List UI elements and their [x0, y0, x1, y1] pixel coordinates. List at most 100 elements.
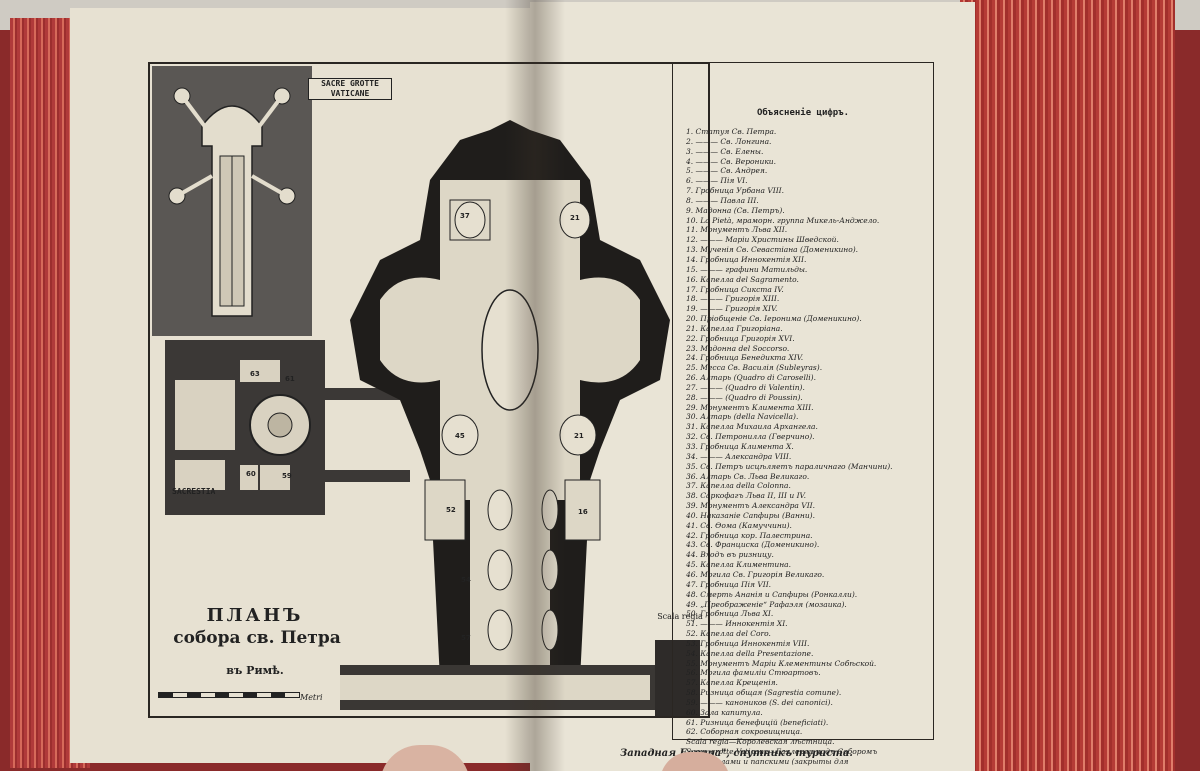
legend-item: 46. Могила Св. Григорія Великаго.	[686, 569, 825, 579]
scale-bar	[158, 692, 300, 698]
legend-item: 10. La Pietà, мраморн. группа Микель-Анд…	[686, 215, 880, 225]
page-footer: Западная Европа", спутникъ туриста.	[620, 748, 853, 759]
sacristy-label: SACRESTIA	[172, 487, 216, 496]
room-label: 45	[455, 432, 465, 440]
legend-item: 35. Св. Петръ исцѣляетъ параличнаго (Ман…	[686, 461, 893, 471]
legend-item: 28. ——— (Quadro di Poussin).	[686, 392, 803, 402]
legend-item: 7. Гробница Урбана VIII.	[686, 186, 785, 196]
legend-item: 27. ——— (Quadro di Valentin).	[686, 382, 805, 392]
room-label: 61	[285, 375, 295, 383]
legend-item: 56. Могила фамиліи Стюартовъ.	[686, 668, 821, 678]
grotte-inset-map	[152, 66, 312, 336]
right-page-edges	[960, 0, 1175, 771]
legend-item: 53. Гробница Иннокентія VIII.	[686, 638, 810, 648]
legend-item: 26. Алтарь (Quadro di Caroselli).	[686, 373, 816, 383]
corridor	[320, 470, 410, 482]
legend-item: 16. Капелла del Sagramento.	[686, 274, 799, 284]
legend-item: 40. Наказаніе Сапфиры (Ванни).	[686, 510, 815, 520]
legend-item: 39. Монументъ Александра VII.	[686, 501, 816, 511]
map-title-plan: ПЛАНЪ	[206, 605, 304, 626]
legend-item: 47. Гробница Пія VII.	[686, 579, 772, 589]
legend-item: 32. Св. Петронилла (Гверчино).	[686, 432, 815, 442]
legend-item: 22. Гробница Григорія XVI.	[686, 333, 795, 343]
legend-item: 36. Алтарь Св. Льва Великаго.	[686, 471, 810, 481]
legend-item: 17. Гробница Сикста IV.	[686, 284, 784, 294]
room-label: 59	[282, 472, 292, 480]
inset-label: SACRE GROTTE VATICANE	[308, 78, 392, 100]
legend-item: Sacre grotte Vaticane—Галлереи подъ Собо…	[686, 747, 878, 757]
legend-item: 18. ——— Григорія XIII.	[686, 294, 780, 304]
legend-item: 41. Св. Ѳома (Камуччини).	[686, 520, 792, 530]
room-label: 60	[246, 470, 256, 478]
legend-item: 21. Капелла Григоріана.	[686, 323, 783, 333]
legend-item: 59. ——— каноников (S. dei canonici).	[686, 697, 833, 707]
legend-item: 9. Мадонна (Св. Петръ).	[686, 205, 785, 215]
legend-item: 54. Капелла della Presentazione.	[686, 648, 814, 658]
legend-item: 44. Входъ въ ризницу.	[686, 550, 774, 560]
legend-item: 6. ——— Пія VI.	[686, 176, 748, 186]
legend-item: 15. ——— графини Матильды.	[686, 264, 808, 274]
room-label: 52	[446, 506, 456, 514]
legend-item: съ капеллами и папскими (закрыты для	[686, 757, 849, 766]
map-title-city: въ Римѣ.	[226, 664, 284, 677]
legend-item: 11. Монументъ Льва XII.	[686, 225, 788, 235]
legend-item: 45. Капелла Климентина.	[686, 560, 792, 570]
legend-item: 49. „Преображеніе“ Рафаэля (мозаика).	[686, 599, 847, 609]
legend-item: 12. ——— Маріи Христины Шведской.	[686, 235, 839, 245]
sacristy-plan	[165, 340, 325, 515]
legend-item: 60. Зала капитула.	[686, 707, 763, 717]
book-gutter-shadow	[505, 0, 565, 771]
scala-regia-plan	[655, 640, 700, 716]
legend-item: 4. ——— Св. Вероники.	[686, 156, 777, 166]
legend-item: 1. Статуя Св. Петра.	[686, 127, 777, 136]
scale-label: Metri	[300, 693, 323, 702]
legend-item: 33. Гробница Климента X.	[686, 442, 794, 451]
legend-item: 14. Гробница Иннокентія XII.	[686, 254, 807, 264]
room-label: 37	[460, 212, 470, 220]
legend-item: 48. Смерть Ананія и Сапфиры (Ронкалли).	[686, 589, 858, 599]
legend-item: 34. ——— Александра VIII.	[686, 451, 792, 461]
legend-item: 24. Гробница Бенедикта XIV.	[686, 353, 804, 363]
legend-item: 29. Монументъ Климента XIII.	[686, 402, 814, 412]
legend-frame	[672, 62, 934, 740]
legend-item: 37. Капелла della Colonna.	[686, 481, 791, 491]
map-title-basilica: собора св. Петра	[173, 628, 341, 648]
finger	[660, 752, 730, 771]
legend-list: 1. Статуя Св. Петра.2. ——— Св. Лонгина.3…	[686, 127, 922, 771]
map-frame	[148, 62, 710, 718]
legend-item: 13. Мученія Св. Севастіана (Доменикино).	[686, 245, 859, 255]
legend-item: 30. Алтарь (della Navicella).	[686, 412, 799, 422]
basilica-plan	[330, 120, 680, 720]
legend-item: 43. Св. Франциска (Доменикино).	[686, 540, 820, 550]
legend-item: 8. ——— Павла III.	[686, 195, 759, 205]
legend-item: 25. Месса Св. Василія (Subleyras).	[686, 363, 823, 373]
legend-item: 55. Монументъ Маріи Клементины Собѣской.	[686, 658, 877, 668]
legend-item: 31. Капелла Михаила Архангела.	[686, 422, 818, 432]
legend-item: Scala regia—Королевская лѣстница.	[686, 737, 835, 747]
legend-item: 2. ——— Св. Лонгина.	[686, 136, 772, 146]
legend-item: 52. Капелла del Coro.	[686, 629, 771, 639]
corridor	[320, 388, 400, 400]
legend-title: Объясненіе цифръ.	[756, 108, 850, 118]
room-label: 57	[461, 634, 471, 642]
legend-item: 61. Ризница бенефицій (beneficiati).	[686, 717, 829, 727]
legend-item: 62. Соборная сокровищница.	[686, 727, 803, 737]
legend-item: 19. ——— Григорія XIV.	[686, 304, 778, 314]
room-label: 21	[570, 214, 580, 222]
legend-item: 3. ——— Св. Елены.	[686, 146, 764, 156]
legend-item: 42. Гробница кор. Палестрина.	[686, 530, 813, 540]
legend-item: 23. Мадонна del Soccorso.	[686, 343, 790, 353]
room-label: 54	[461, 576, 471, 584]
legend-item: 5. ——— Св. Андрея.	[686, 166, 768, 176]
room-label: 21	[574, 432, 584, 440]
legend-item: 38. Саркофагъ Льва II, III и IV.	[686, 491, 807, 501]
legend-item: 20. Пріобщеніе Св. Іеронима (Доменикино)…	[686, 314, 862, 324]
legend-item: 57. Капелла Крещенія.	[686, 678, 778, 688]
legend-item: 58. Ризница общая (Sagrestia comune).	[686, 688, 842, 698]
legend-item: 51. ——— Иннокентія XI.	[686, 619, 788, 629]
room-label: 16	[578, 508, 588, 516]
legend-item: 50. Гробница Льва XI.	[686, 609, 774, 619]
scala-regia-label: Scala regia	[657, 612, 703, 621]
room-label: 63	[250, 370, 260, 378]
